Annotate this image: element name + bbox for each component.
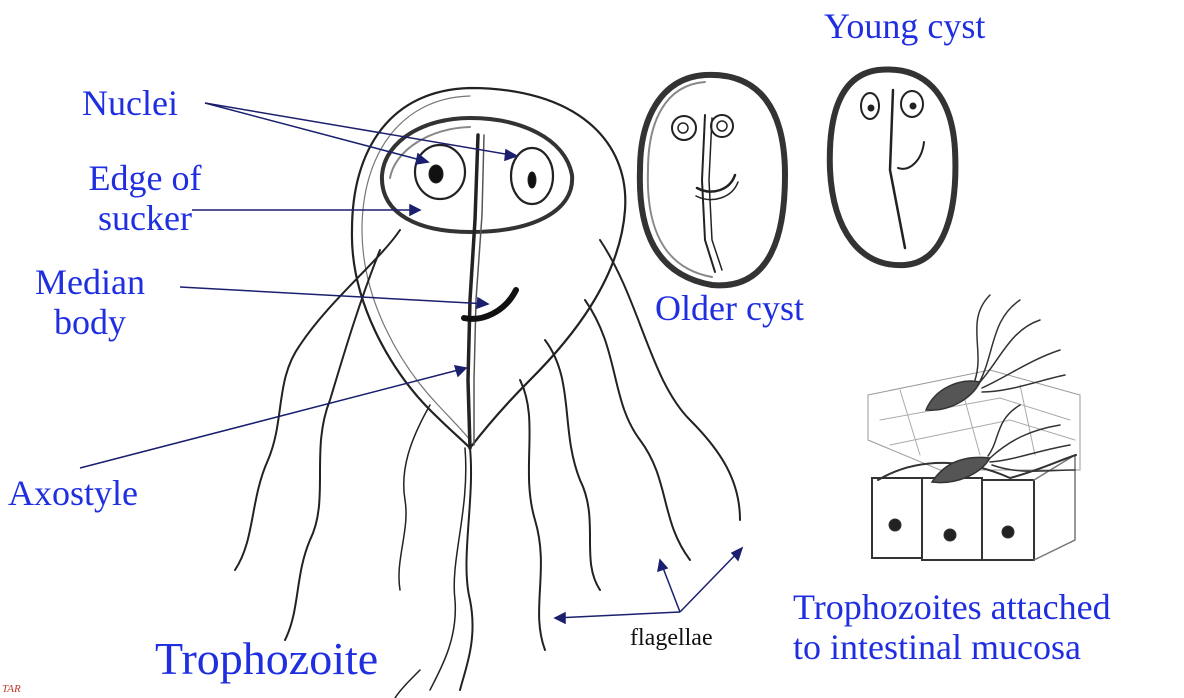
label-edge-of-sucker-line2: sucker	[50, 198, 240, 238]
label-median-body: Median body	[0, 262, 180, 343]
label-attached-line1: Trophozoites attached	[793, 587, 1111, 627]
trophozoite-body-inner	[362, 96, 470, 440]
flagellum-8	[600, 240, 740, 520]
mucosa-illustration	[868, 295, 1080, 560]
older-cyst	[640, 75, 785, 286]
flagellum-4	[430, 448, 466, 690]
artist-signature: TAR	[2, 683, 21, 695]
label-axostyle: Axostyle	[8, 473, 138, 513]
label-flagellae: flagellae	[630, 625, 713, 652]
flagellum-5	[520, 380, 545, 650]
flagellum-3	[460, 448, 473, 690]
label-attached-line2: to intestinal mucosa	[793, 627, 1111, 667]
flagellum-9	[399, 405, 430, 590]
flagellum-6	[545, 340, 600, 590]
pointer-nuclei-right	[205, 103, 517, 156]
trophozoite-body-outline	[352, 88, 625, 448]
label-young-cyst: Young cyst	[824, 6, 985, 46]
attached-trophozoite-1	[926, 381, 980, 410]
label-older-cyst: Older cyst	[655, 288, 804, 328]
pointer-flagellum-a	[555, 612, 680, 618]
label-median-body-line2: body	[0, 302, 180, 342]
label-median-body-line1: Median	[0, 262, 180, 302]
label-edge-of-sucker-line1: Edge of	[50, 158, 240, 198]
young-cyst	[830, 69, 956, 265]
label-edge-of-sucker: Edge of sucker	[50, 158, 240, 239]
pointer-nuclei-left	[205, 103, 428, 162]
label-nuclei: Nuclei	[82, 83, 178, 123]
nucleus-left	[415, 145, 465, 199]
label-trophozoite: Trophozoite	[155, 633, 378, 685]
flagellum-7	[585, 300, 690, 560]
label-trophozoites-attached: Trophozoites attached to intestinal muco…	[793, 587, 1111, 668]
